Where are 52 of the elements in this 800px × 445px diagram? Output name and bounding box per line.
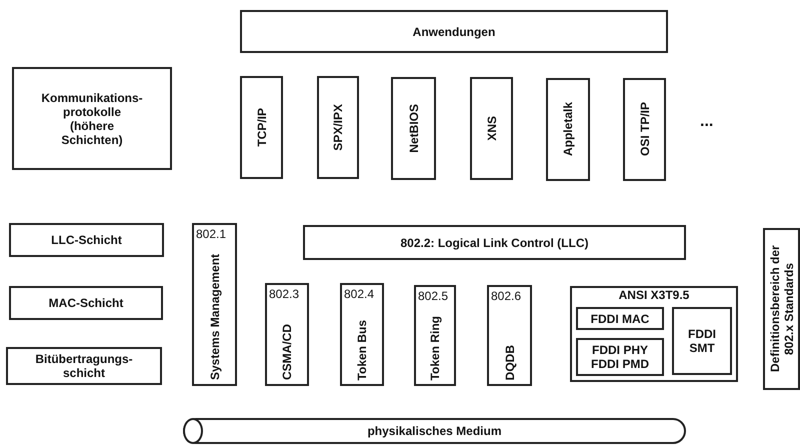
layer-label: Bitübertragungs-schicht [34,352,134,380]
standard-box [192,223,237,386]
standard-box [303,225,686,260]
medium-cylinder [183,418,686,444]
layer-label: LLC-Schicht [51,233,122,247]
protocol-label: XNS [484,116,498,141]
standard-box [340,283,384,386]
sublayer-label: FDDI MAC [590,312,650,326]
protocol-box [623,78,666,181]
layer-label: Kommunikations-protokolle (höhere Schichten) [40,90,144,146]
standard-group-box [570,286,738,382]
sublayer-box [576,307,664,330]
protocol-label: SPX/IPX [331,104,345,151]
protocol-label: OSI TP/IP [638,102,652,156]
protocol-label: TCP/IP [254,108,268,147]
scope-box [763,228,800,390]
standard-number: 802.3 [269,287,300,301]
layer-box [9,286,163,320]
protocol-box [470,77,513,180]
standard-number: 802.5 [418,289,448,303]
standard-number: 802.6 [491,289,522,303]
sublayer-box [672,307,732,375]
sublayer-label: FDDI SMT [687,327,717,355]
protocol-box [240,76,283,179]
standard-number: 802.1 [196,227,226,241]
sublayer-box [576,338,664,376]
protocol-box [317,76,359,179]
layer-label: Anwendungen [412,24,496,38]
layer-box [6,347,162,385]
layer-label: MAC-Schicht [48,296,124,310]
layer-box [12,67,172,170]
standard-label: DQDB [502,344,516,380]
continuation-mark: ... [700,115,714,129]
scope-label: Definitionsbereich der 802.x Standards [768,244,796,374]
medium-label: physikalisches Medium [367,424,502,438]
standard-label: Token Ring [428,316,442,380]
layer-box [9,223,164,257]
group-title: ANSI X3T9.5 [618,288,690,302]
standard-number: 802.4 [344,287,374,301]
standard-box [414,285,456,386]
sublayer-label: FDDI PHY FDDI PMD [590,343,650,371]
standard-label: CSMA/CD [280,324,294,380]
protocol-label: Appletalk [561,102,575,156]
protocol-box [391,77,436,180]
standard-box [265,283,309,386]
protocol-label: NetBIOS [406,104,420,153]
protocol-box [546,78,590,181]
standard-box [487,285,532,386]
standard-label: 802.2: Logical Link Control (LLC) [400,236,588,250]
layer-box [240,10,668,53]
standard-label: Systems Management [208,252,222,380]
standard-label: Token Bus [355,320,369,380]
